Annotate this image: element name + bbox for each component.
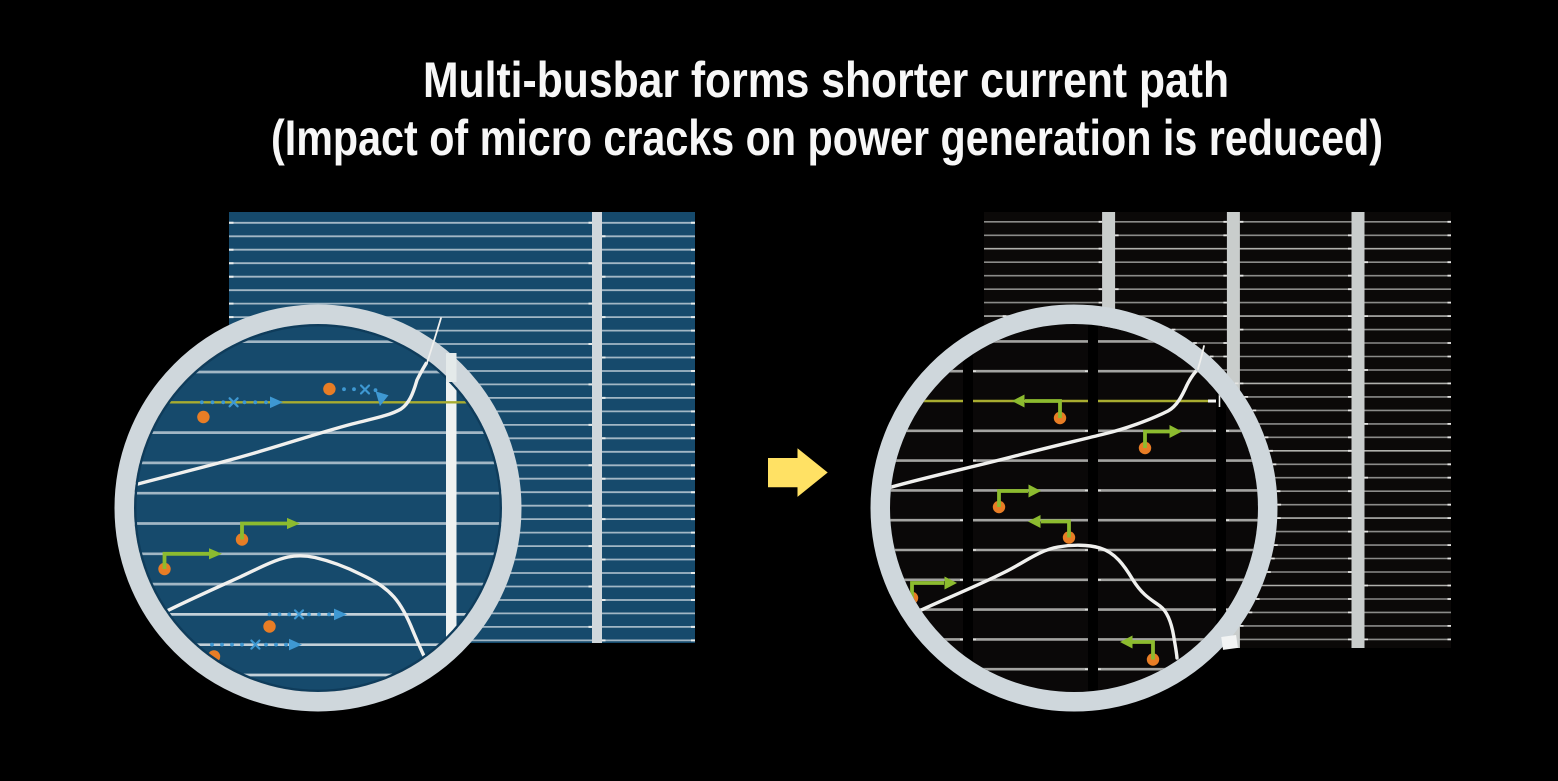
svg-text:(Impact of micro cracks on pow: (Impact of micro cracks on power generat… [271, 110, 1383, 166]
svg-text:Multi-busbar forms shorter cur: Multi-busbar forms shorter current path [423, 52, 1229, 108]
